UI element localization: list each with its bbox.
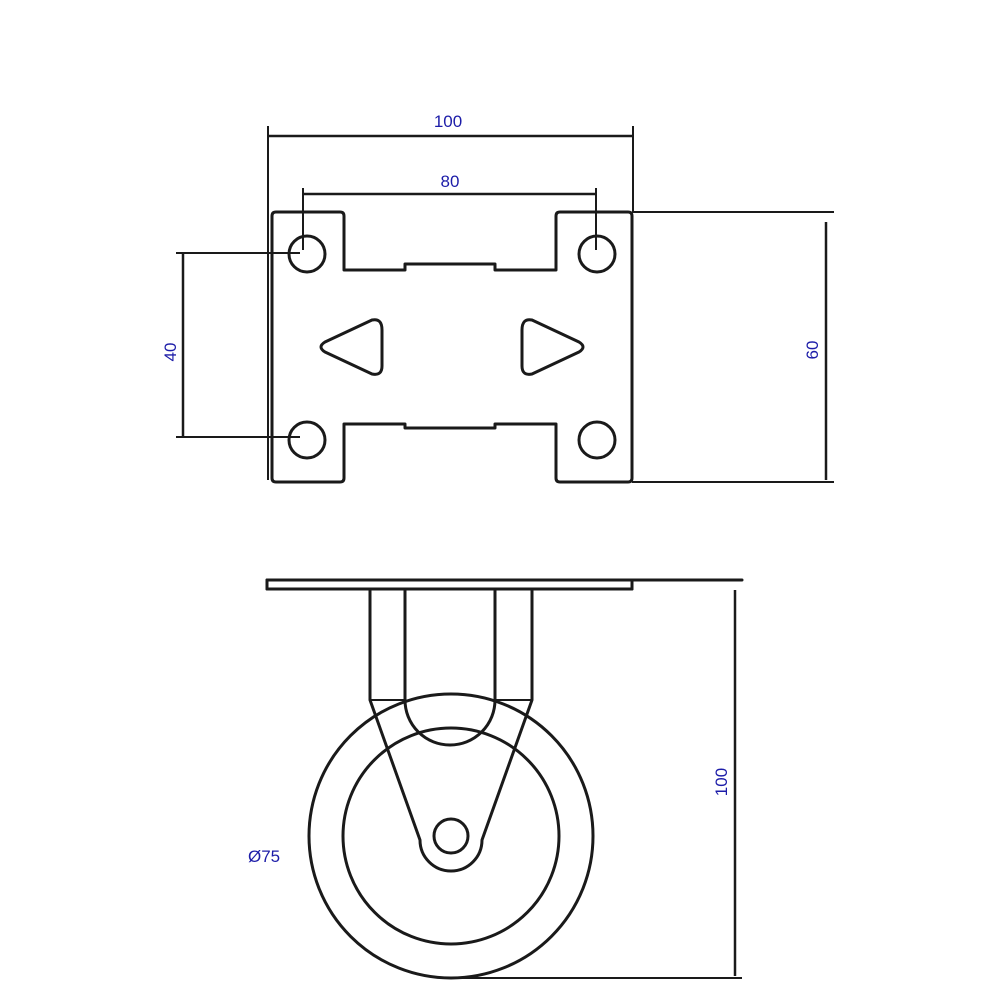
mounting-hole-bottom-right [577, 420, 617, 460]
dimension-overall-height: 100 [451, 590, 742, 979]
dimension-label-hole-spacing-y: 40 [161, 343, 180, 362]
dimension-label-wheel-diameter: Ø75 [248, 847, 280, 866]
axle-hole [432, 817, 470, 855]
fork-bracket [368, 587, 534, 873]
fork-inner-slot [403, 587, 497, 747]
dimension-plate-height: 60 [632, 211, 834, 483]
mounting-plate-outline [270, 210, 634, 484]
dimension-label-overall-height: 100 [712, 768, 731, 796]
wheel-outer [307, 692, 595, 980]
left-arrow-slot [319, 318, 384, 376]
side-view [265, 578, 744, 980]
dimension-label-plate-height: 60 [803, 341, 822, 360]
wheel-inner [341, 726, 561, 946]
dimension-hole-spacing-x: 80 [302, 172, 597, 250]
top-view [270, 210, 634, 484]
right-arrow-slot [520, 318, 585, 376]
dimension-hole-spacing-y: 40 [161, 252, 300, 438]
dimension-label-plate-width: 100 [434, 112, 462, 131]
dimension-plate-width: 100 [267, 112, 634, 480]
mounting-hole-bottom-left [287, 420, 327, 460]
dimension-label-hole-spacing-x: 80 [441, 172, 460, 191]
